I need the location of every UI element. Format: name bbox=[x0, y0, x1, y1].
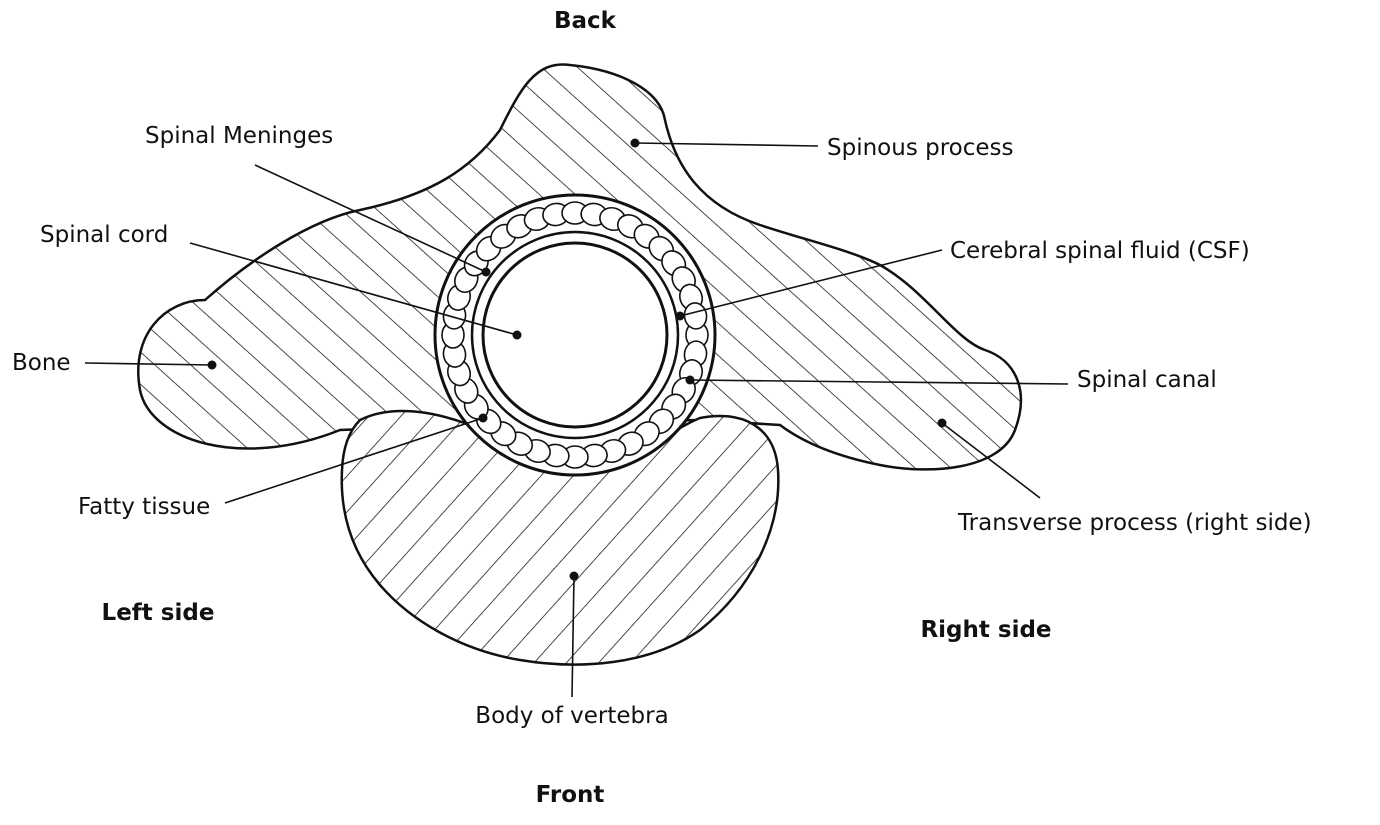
marker-spinal-meninges bbox=[481, 267, 491, 277]
label-spinal-meninges: Spinal Meninges bbox=[145, 123, 333, 149]
marker-fatty-tissue bbox=[478, 413, 488, 423]
label-spinous-process: Spinous process bbox=[827, 135, 1014, 161]
label-front: Front bbox=[536, 782, 605, 808]
leader-bone bbox=[84, 362, 213, 366]
leader-spinal-meninges bbox=[254, 164, 487, 273]
leader-spinous-process bbox=[634, 142, 819, 147]
label-right-side: Right side bbox=[920, 617, 1051, 643]
marker-transverse-process bbox=[937, 418, 947, 428]
marker-bone bbox=[207, 360, 217, 370]
leader-csf bbox=[679, 249, 943, 317]
leader-spinal-canal bbox=[689, 379, 1069, 385]
leader-spinal-cord bbox=[189, 242, 518, 336]
spinal-cord-shape bbox=[481, 241, 669, 429]
marker-csf bbox=[675, 311, 685, 321]
label-back: Back bbox=[554, 8, 617, 34]
label-left-side: Left side bbox=[102, 600, 215, 626]
label-fatty-tissue: Fatty tissue bbox=[78, 494, 210, 520]
marker-spinal-cord bbox=[512, 330, 522, 340]
marker-spinal-canal bbox=[685, 375, 695, 385]
fat-cell bbox=[683, 302, 708, 330]
label-body-of-vertebra: Body of vertebra bbox=[475, 703, 668, 729]
leader-fatty-tissue bbox=[224, 417, 484, 504]
fatty-tissue-cells bbox=[441, 201, 709, 469]
label-spinal-canal: Spinal canal bbox=[1077, 367, 1217, 393]
label-transverse-process: Transverse process (right side) bbox=[957, 510, 1312, 536]
label-csf: Cerebral spinal fluid (CSF) bbox=[950, 238, 1250, 264]
leader-transverse-process bbox=[941, 422, 1041, 499]
leader-body-of-vertebra bbox=[571, 575, 575, 698]
label-spinal-cord: Spinal cord bbox=[40, 222, 168, 248]
label-bone: Bone bbox=[12, 350, 71, 376]
marker-spinous-process bbox=[630, 138, 640, 148]
marker-body-of-vertebra bbox=[569, 571, 579, 581]
